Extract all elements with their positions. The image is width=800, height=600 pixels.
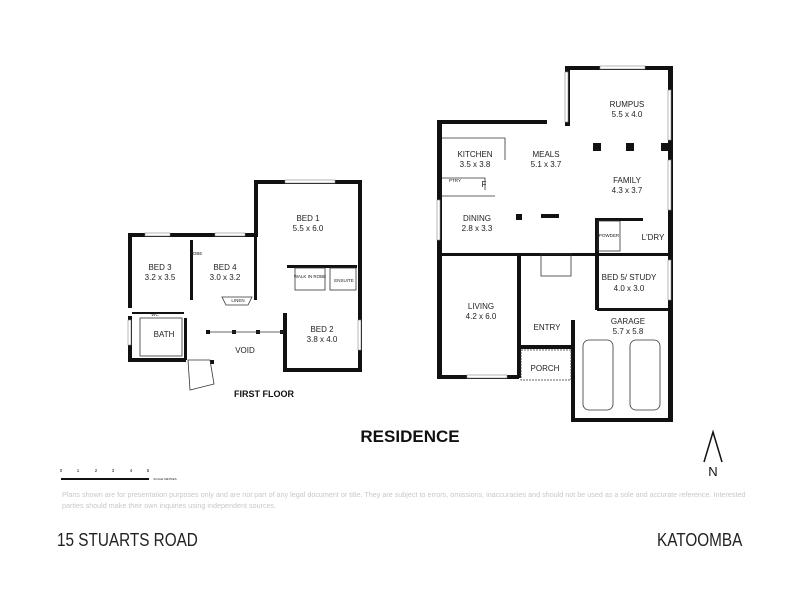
room-bed2-name: BED 2 xyxy=(310,325,334,334)
room-bath: BATH xyxy=(154,330,175,339)
scale-label: SCALE METRES xyxy=(153,477,176,481)
room-meals-size: 5.1 x 3.7 xyxy=(531,160,562,169)
room-powder: POWDER xyxy=(599,233,620,238)
room-living-size: 4.2 x 6.0 xyxy=(466,312,497,321)
room-garage-size: 5.7 x 5.8 xyxy=(613,327,644,336)
scale-bar: 0 1 2 3 4 5 SCALE METRES xyxy=(60,468,177,481)
room-ensuite: ENSUITE xyxy=(334,278,354,283)
first-floor-walls xyxy=(127,179,362,391)
room-rumpus-size: 5.5 x 4.0 xyxy=(612,110,643,119)
room-family-size: 4.3 x 3.7 xyxy=(612,186,643,195)
room-dining-size: 2.8 x 3.3 xyxy=(462,224,493,233)
room-entry: ENTRY xyxy=(534,323,562,332)
scale-tick: 5 xyxy=(147,468,150,473)
room-living-name: LIVING xyxy=(468,302,494,311)
room-bed4-name: BED 4 xyxy=(213,263,237,272)
room-void: VOID xyxy=(235,346,255,355)
room-garage-name: GARAGE xyxy=(611,317,645,326)
fridge-space: F xyxy=(482,180,487,189)
room-bed2-size: 3.8 x 4.0 xyxy=(307,335,338,344)
room-wc: WC xyxy=(151,312,159,317)
room-walk-in-robe: WALK IN ROBE xyxy=(294,274,326,279)
room-porch: PORCH xyxy=(531,364,560,373)
room-robe: ROBE xyxy=(190,251,203,256)
room-linen: LINEN xyxy=(231,298,244,303)
room-bed4-size: 3.0 x 3.2 xyxy=(210,273,241,282)
address: 15 STUARTS ROAD xyxy=(57,530,198,550)
room-kitchen-size: 3.5 x 3.8 xyxy=(460,160,491,169)
room-meals-name: MEALS xyxy=(532,150,559,159)
ground-floor-walls xyxy=(436,65,673,422)
room-bed1-name: BED 1 xyxy=(296,214,320,223)
north-label: N xyxy=(708,464,717,479)
scale-tick: 4 xyxy=(130,468,133,473)
room-rumpus-name: RUMPUS xyxy=(610,100,645,109)
room-bed5-name: BED 5/ STUDY xyxy=(602,273,657,282)
room-laundry: L'DRY xyxy=(642,233,665,242)
disclaimer: Plans shown are for presentation purpose… xyxy=(62,490,746,510)
first-floor-label: FIRST FLOOR xyxy=(234,389,294,399)
room-bed3-name: BED 3 xyxy=(148,263,172,272)
room-dining-name: DINING xyxy=(463,214,491,223)
scale-tick: 3 xyxy=(112,468,115,473)
suburb: KATOOMBA xyxy=(657,530,743,550)
north-arrow-icon: N xyxy=(703,429,723,479)
plan-title: RESIDENCE xyxy=(360,427,459,446)
room-kitchen-name: KITCHEN xyxy=(457,150,492,159)
room-bed5-size: 4.0 x 3.0 xyxy=(614,284,645,293)
room-pantry: PTRY xyxy=(449,178,461,183)
scale-tick: 1 xyxy=(77,468,80,473)
scale-tick: 0 xyxy=(60,468,63,473)
room-bed1-size: 5.5 x 6.0 xyxy=(293,224,324,233)
room-bed3-size: 3.2 x 3.5 xyxy=(145,273,176,282)
scale-tick: 2 xyxy=(95,468,98,473)
room-family-name: FAMILY xyxy=(613,176,642,185)
